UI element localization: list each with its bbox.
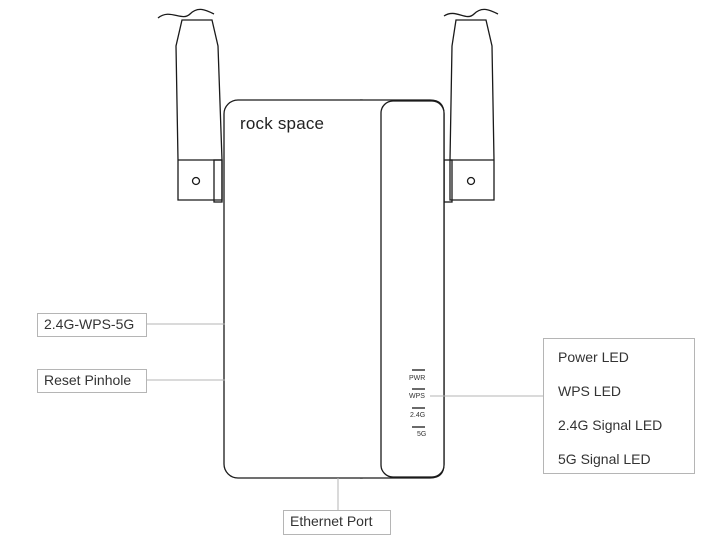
- callout-reset-label: Reset Pinhole: [44, 372, 132, 388]
- brand-logo: rock space: [240, 114, 325, 133]
- led-mark-5g: 5G: [417, 431, 427, 438]
- callout-button: 2.4G-WPS-5G: [37, 313, 147, 337]
- callout-leds: Power LED WPS LED 2.4G Signal LED 5G Sig…: [543, 338, 695, 474]
- device-side-panel: [380, 100, 445, 478]
- device-main-panel: [223, 99, 377, 479]
- left-antenna-hole: [191, 176, 201, 186]
- right-antenna: [449, 19, 495, 201]
- left-antenna: [175, 19, 223, 201]
- callout-led-power: Power LED: [558, 349, 629, 365]
- right-antenna-hinge: [443, 159, 453, 203]
- led-mark-24g: 2.4G: [410, 412, 426, 419]
- left-antenna-cable: [157, 8, 215, 19]
- callout-button-label: 2.4G-WPS-5G: [44, 316, 135, 332]
- left-antenna-hinge: [213, 159, 223, 203]
- right-antenna-cable: [443, 8, 499, 18]
- callout-led-wps: WPS LED: [558, 383, 622, 399]
- callout-reset-pinhole: Reset Pinhole: [37, 369, 147, 393]
- led-mark-pwr: PWR: [409, 375, 426, 382]
- led-mark-wps: WPS: [409, 393, 425, 400]
- right-antenna-hole: [466, 176, 476, 186]
- callout-led-5g: 5G Signal LED: [558, 451, 651, 467]
- callout-ethernet-port: Ethernet Port: [283, 510, 391, 535]
- callout-led-24g: 2.4G Signal LED: [558, 417, 663, 433]
- callout-ethernet-label: Ethernet Port: [290, 513, 373, 529]
